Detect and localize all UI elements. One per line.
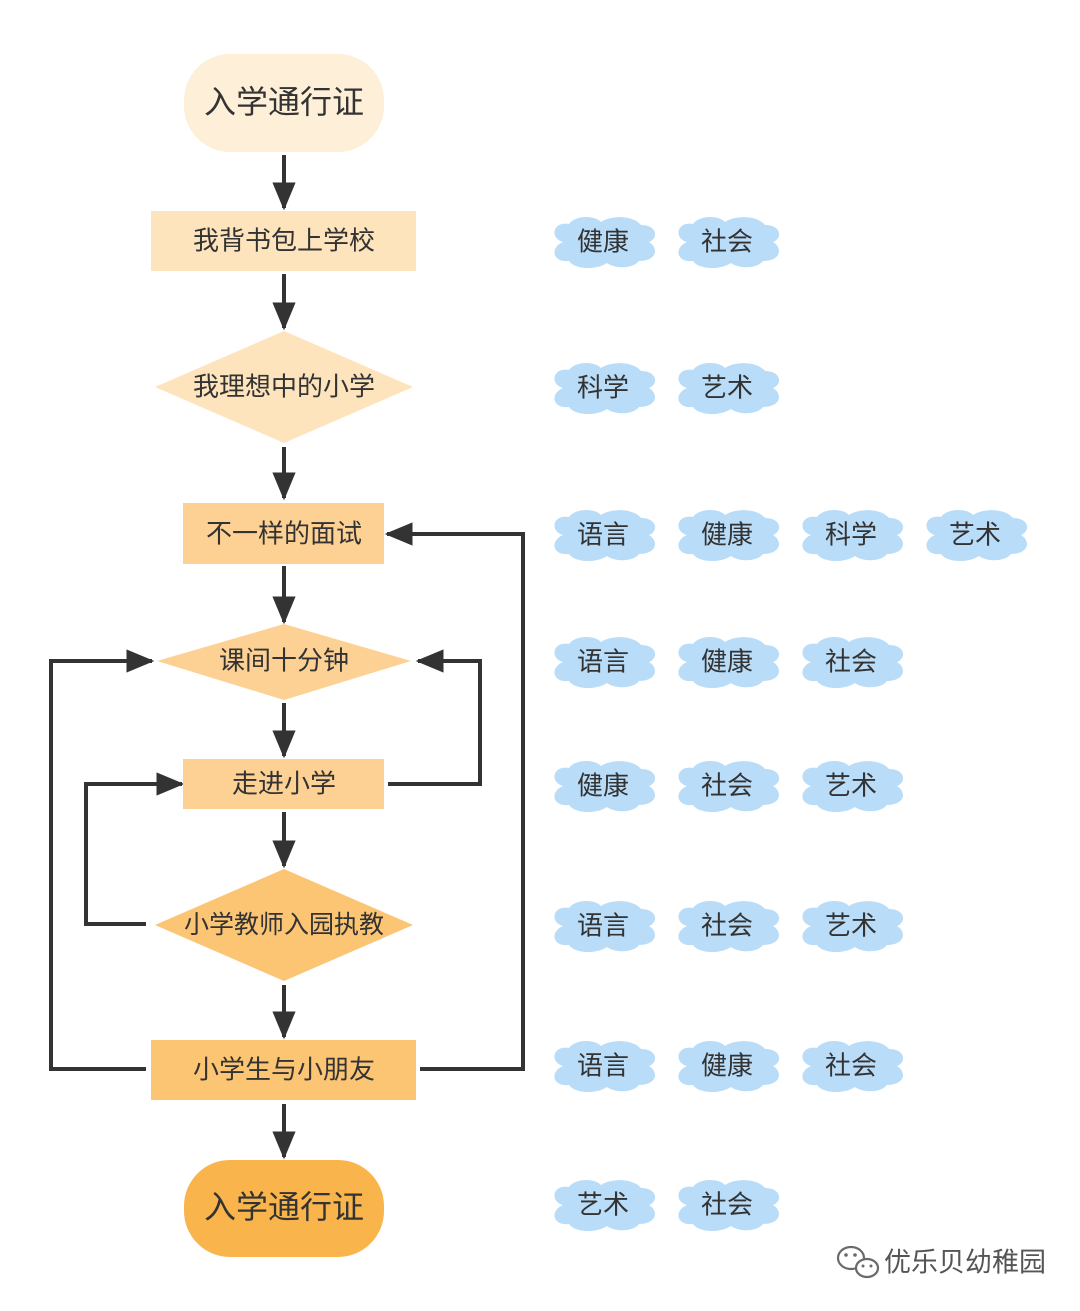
- tag-cloud: 健康: [678, 636, 780, 689]
- step4-diamond: 课间十分钟: [157, 624, 411, 700]
- tag-label: 艺术: [701, 374, 753, 404]
- tag-label: 艺术: [825, 772, 877, 802]
- cloud-shape: [678, 216, 780, 269]
- tag-cloud: 科学: [554, 362, 656, 415]
- loop-step6-to-step5: [84, 772, 185, 926]
- tag-cloud: 健康: [554, 216, 656, 269]
- loop-step5-to-step4: [388, 649, 482, 786]
- cloud-shape: [926, 509, 1028, 562]
- cloud-shape: [554, 362, 656, 415]
- start-node: 入学通行证: [184, 54, 384, 152]
- cloud-shape: [802, 760, 904, 813]
- tag-cloud: 语言: [554, 509, 656, 562]
- tag-label: 语言: [577, 912, 629, 942]
- step3-label: 不一样的面试: [206, 520, 362, 550]
- tag-label: 社会: [701, 228, 753, 258]
- nodes: 入学通行证 我背书包上学校 我理想中的小学 不一样的面试 课间十分钟 走进小学 …: [151, 54, 416, 1257]
- cloud-shape: [678, 1040, 780, 1093]
- tag-label: 健康: [577, 228, 629, 258]
- end-label: 入学通行证: [204, 1188, 364, 1226]
- tag-label: 健康: [701, 648, 753, 678]
- tag-cloud: 社会: [678, 900, 780, 953]
- watermark-text: 优乐贝幼稚园: [884, 1248, 1046, 1279]
- cloud-shape: [802, 509, 904, 562]
- tag-cloud: 艺术: [554, 1179, 656, 1232]
- cloud-shape: [678, 1179, 780, 1232]
- cloud-shape: [554, 760, 656, 813]
- step2-diamond: 我理想中的小学: [155, 331, 413, 443]
- cloud-shape: [802, 1040, 904, 1093]
- tag-cloud: 社会: [678, 1179, 780, 1232]
- tag-label: 科学: [577, 374, 629, 404]
- cloud-shape: [554, 636, 656, 689]
- loop-step7-to-step3: [384, 522, 525, 1071]
- tag-cloud: 健康: [678, 1040, 780, 1093]
- tag-label: 社会: [701, 1191, 753, 1221]
- tag-label: 艺术: [825, 912, 877, 942]
- tag-cloud: 艺术: [926, 509, 1028, 562]
- step1-box: 我背书包上学校: [151, 211, 416, 271]
- tag-cloud: 社会: [678, 216, 780, 269]
- tag-label: 社会: [825, 1052, 877, 1082]
- domain-tags: 健康社会科学艺术语言健康科学艺术语言健康社会健康社会艺术语言社会艺术语言健康社会…: [554, 216, 1028, 1232]
- cloud-shape: [678, 636, 780, 689]
- step4-label: 课间十分钟: [219, 647, 349, 677]
- step2-label: 我理想中的小学: [193, 373, 375, 403]
- cloud-shape: [678, 509, 780, 562]
- cloud-shape: [802, 636, 904, 689]
- step3-box: 不一样的面试: [183, 503, 384, 564]
- tag-label: 艺术: [949, 521, 1001, 551]
- tag-label: 语言: [577, 521, 629, 551]
- tag-label: 社会: [701, 772, 753, 802]
- tag-cloud: 社会: [678, 760, 780, 813]
- tag-cloud: 艺术: [802, 900, 904, 953]
- tag-label: 社会: [825, 648, 877, 678]
- end-node: 入学通行证: [184, 1160, 384, 1257]
- tag-cloud: 健康: [678, 509, 780, 562]
- start-label: 入学通行证: [204, 83, 364, 121]
- wechat-icon: [836, 1245, 880, 1279]
- cloud-shape: [678, 760, 780, 813]
- tag-cloud: 艺术: [678, 362, 780, 415]
- step6-diamond: 小学教师入园执教: [155, 869, 413, 981]
- cloud-shape: [678, 362, 780, 415]
- step1-label: 我背书包上学校: [193, 227, 375, 257]
- tag-cloud: 社会: [802, 636, 904, 689]
- step7-label: 小学生与小朋友: [193, 1056, 375, 1086]
- tag-cloud: 社会: [802, 1040, 904, 1093]
- cloud-shape: [678, 900, 780, 953]
- cloud-shape: [554, 216, 656, 269]
- tag-cloud: 健康: [554, 760, 656, 813]
- step5-label: 走进小学: [232, 770, 336, 800]
- step5-box: 走进小学: [183, 759, 384, 809]
- tag-cloud: 艺术: [802, 760, 904, 813]
- cloud-shape: [554, 1040, 656, 1093]
- cloud-shape: [554, 1179, 656, 1232]
- tag-cloud: 语言: [554, 636, 656, 689]
- step7-box: 小学生与小朋友: [151, 1040, 416, 1100]
- tag-label: 艺术: [577, 1191, 629, 1221]
- tag-cloud: 科学: [802, 509, 904, 562]
- cloud-shape: [554, 900, 656, 953]
- tag-label: 健康: [577, 772, 629, 802]
- tag-cloud: 语言: [554, 1040, 656, 1093]
- connectors: [49, 155, 525, 1160]
- tag-label: 科学: [825, 521, 877, 551]
- loop-step7-to-step4: [49, 649, 155, 1071]
- tag-label: 社会: [701, 912, 753, 942]
- watermark: 优乐贝幼稚园: [836, 1245, 1046, 1279]
- tag-cloud: 语言: [554, 900, 656, 953]
- cloud-shape: [802, 900, 904, 953]
- cloud-shape: [554, 509, 656, 562]
- tag-label: 语言: [577, 648, 629, 678]
- step6-label: 小学教师入园执教: [184, 910, 384, 939]
- tag-label: 语言: [577, 1052, 629, 1082]
- tag-label: 健康: [701, 1052, 753, 1082]
- tag-label: 健康: [701, 521, 753, 551]
